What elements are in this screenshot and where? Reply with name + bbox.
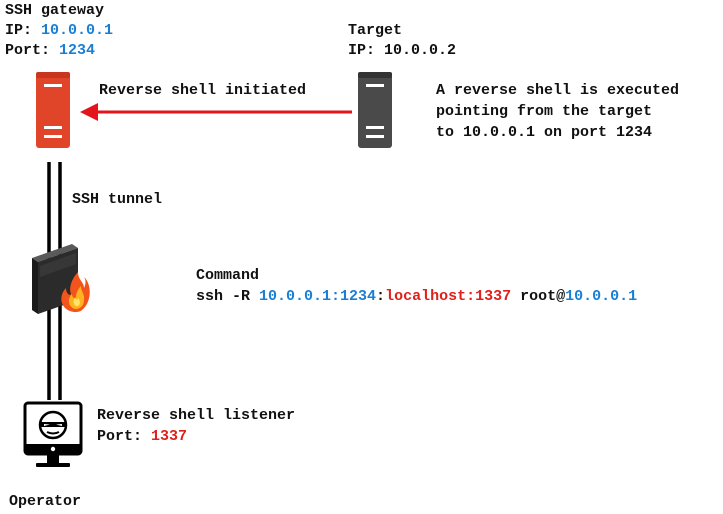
listener-title: Reverse shell listener (97, 407, 296, 424)
target-title: Target (348, 22, 403, 39)
command-text: ssh -R 10.0.0.1:1234:localhost:1337 root… (196, 288, 638, 305)
firewall-icon (32, 244, 90, 314)
target-ip-value: 10.0.0.2 (384, 42, 457, 59)
gateway-port-value: 1234 (59, 42, 96, 59)
command-host: 10.0.0.1 (565, 288, 638, 305)
reverse-shell-label: Reverse shell initiated (99, 82, 307, 99)
listener-port-value: 1337 (151, 428, 188, 445)
listener-port: Port: 1337 (97, 428, 188, 445)
gateway-ip: IP: 10.0.0.1 (5, 22, 114, 39)
command-title: Command (196, 267, 260, 284)
ssh-tunnel-label: SSH tunnel (72, 191, 163, 208)
operator-computer-icon (23, 401, 83, 467)
target-server-icon (358, 72, 392, 148)
reverse-shell-arrow (80, 103, 352, 121)
gateway-server-icon (36, 72, 70, 148)
gateway-port: Port: 1234 (5, 42, 96, 59)
command-remote: 10.0.0.1:1234 (259, 288, 377, 305)
operator-label: Operator (9, 493, 82, 510)
gateway-title: SSH gateway (5, 2, 105, 19)
target-ip: IP: 10.0.0.2 (348, 42, 457, 59)
gateway-ip-value: 10.0.0.1 (41, 22, 114, 39)
command-local: localhost:1337 (385, 288, 512, 305)
